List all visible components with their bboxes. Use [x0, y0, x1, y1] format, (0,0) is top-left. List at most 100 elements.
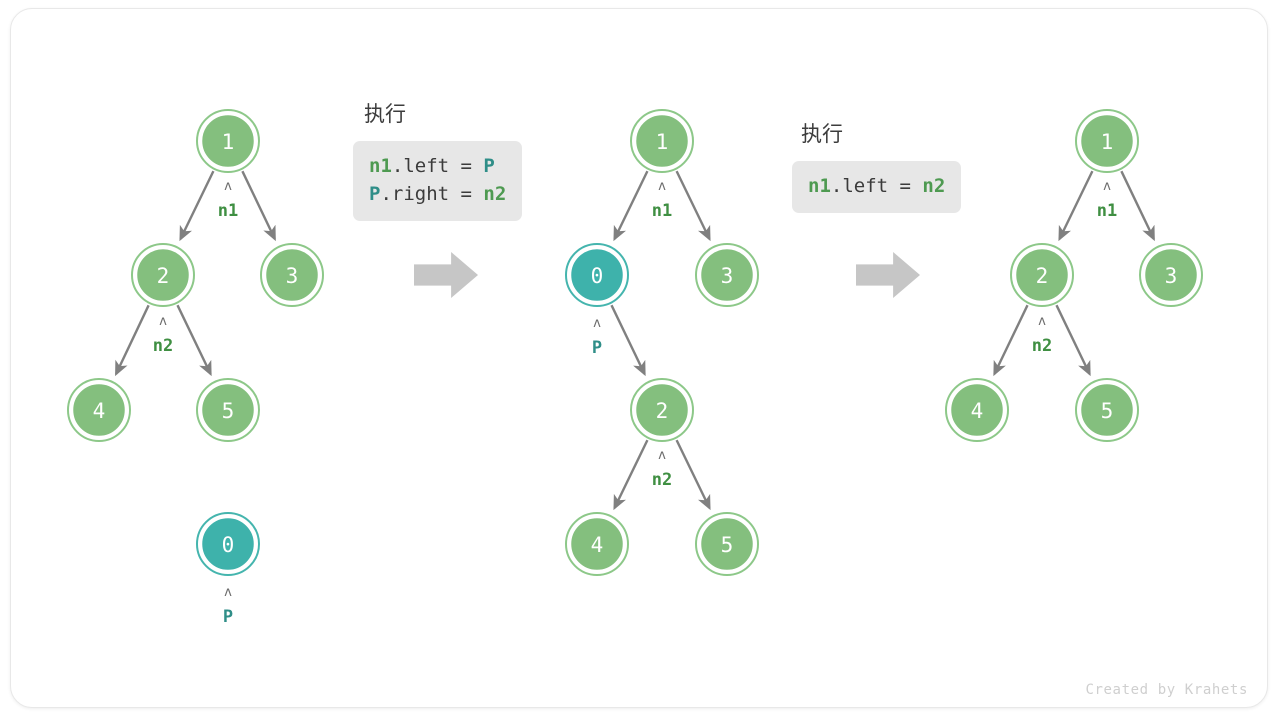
step-arrow-2	[856, 252, 920, 298]
node-outer-ring	[260, 243, 324, 307]
node-value: 2	[656, 399, 669, 423]
code-token: P	[483, 155, 495, 177]
node-value: 1	[1101, 130, 1114, 154]
pointer-label: n2	[1032, 336, 1052, 356]
pointer-label: P	[592, 338, 602, 358]
tree-node[interactable]: 2	[131, 243, 195, 307]
node-value: 3	[286, 264, 299, 288]
node-body	[1078, 381, 1136, 439]
step-heading: 执行	[801, 122, 843, 146]
pointer-label: n2	[153, 336, 173, 356]
node-value: 5	[1101, 399, 1114, 423]
node-outer-ring	[1075, 378, 1139, 442]
node-value: 4	[93, 399, 106, 423]
node-outer-ring	[196, 512, 260, 576]
node-value: 5	[721, 533, 734, 557]
tree-node[interactable]: 3	[695, 243, 759, 307]
node-outer-ring	[1139, 243, 1203, 307]
code-token: n2	[922, 175, 946, 197]
node-body	[633, 112, 691, 170]
tree-node[interactable]: 5	[1075, 378, 1139, 442]
code-snippet-box: n1.left = n2	[792, 161, 962, 214]
tree-node[interactable]: 4	[67, 378, 131, 442]
node-outer-ring	[1075, 109, 1139, 173]
node-body	[70, 381, 128, 439]
node-body	[199, 112, 257, 170]
node-outer-ring	[695, 243, 759, 307]
pointer-caret-icon: ʌ	[224, 179, 232, 194]
tree-edge	[675, 439, 711, 511]
pointer-label: n2	[652, 470, 672, 490]
node-body	[1013, 246, 1071, 304]
tree-node[interactable]: 3	[260, 243, 324, 307]
tree-edge	[993, 304, 1029, 377]
node-outer-ring	[1010, 243, 1074, 307]
code-token: .left	[830, 175, 900, 197]
pointer-label: n1	[652, 201, 672, 221]
node-body	[948, 381, 1006, 439]
node-outer-ring	[945, 378, 1009, 442]
code-line: n1.left = P	[369, 152, 506, 180]
code-token: .left	[391, 155, 461, 177]
tree-node[interactable]: 0	[565, 243, 629, 307]
pointer-caret-icon: ʌ	[1103, 179, 1111, 194]
pointer-caret-icon: ʌ	[658, 448, 666, 463]
tree-edge	[241, 170, 276, 242]
node-outer-ring	[695, 512, 759, 576]
node-value: 1	[222, 130, 235, 154]
code-token: =	[460, 155, 484, 177]
node-value: 2	[1036, 264, 1049, 288]
code-token: =	[899, 175, 923, 197]
code-line: n1.left = n2	[808, 172, 945, 200]
node-outer-ring	[196, 109, 260, 173]
pointer-label: n1	[1097, 201, 1117, 221]
node-value: 1	[656, 130, 669, 154]
node-value: 3	[721, 264, 734, 288]
code-token: n1	[808, 175, 831, 197]
tree-edge	[179, 170, 215, 242]
step-heading: 执行	[364, 102, 406, 126]
node-body	[568, 246, 626, 304]
tree-node[interactable]: 4	[945, 378, 1009, 442]
step-arrow-1	[414, 252, 478, 298]
tree-node[interactable]: 4	[565, 512, 629, 576]
tree-edge	[176, 304, 212, 377]
node-body	[568, 515, 626, 573]
tree-node[interactable]: 2	[630, 378, 694, 442]
code-token: =	[460, 183, 484, 206]
tree-node[interactable]: 3	[1139, 243, 1203, 307]
tree-edge	[613, 170, 649, 242]
tree-node[interactable]: 5	[196, 378, 260, 442]
node-body	[698, 246, 756, 304]
node-body	[1142, 246, 1200, 304]
node-outer-ring	[196, 378, 260, 442]
tree-node[interactable]: 0	[196, 512, 260, 576]
node-value: 4	[971, 399, 984, 423]
pointer-caret-icon: ʌ	[159, 314, 167, 329]
block-arrows-layer	[414, 252, 920, 298]
node-value: 0	[222, 533, 235, 557]
node-body	[199, 381, 257, 439]
node-outer-ring	[630, 109, 694, 173]
tree-node[interactable]: 1	[630, 109, 694, 173]
node-body	[1078, 112, 1136, 170]
pointer-label: P	[223, 607, 233, 627]
edges-layer	[115, 170, 1155, 511]
tree-node[interactable]: 2	[1010, 243, 1074, 307]
code-line: P.right = n2	[369, 180, 506, 208]
tree-node[interactable]: 5	[695, 512, 759, 576]
node-body	[134, 246, 192, 304]
node-body	[263, 246, 321, 304]
pointer-label: n1	[218, 201, 238, 221]
watermark: Created by Krahets	[1085, 682, 1248, 698]
tree-node[interactable]: 1	[1075, 109, 1139, 173]
pointer-caret-icon: ʌ	[593, 316, 601, 331]
node-value: 3	[1165, 264, 1178, 288]
node-value: 0	[591, 264, 604, 288]
node-outer-ring	[630, 378, 694, 442]
tree-node[interactable]: 1	[196, 109, 260, 173]
